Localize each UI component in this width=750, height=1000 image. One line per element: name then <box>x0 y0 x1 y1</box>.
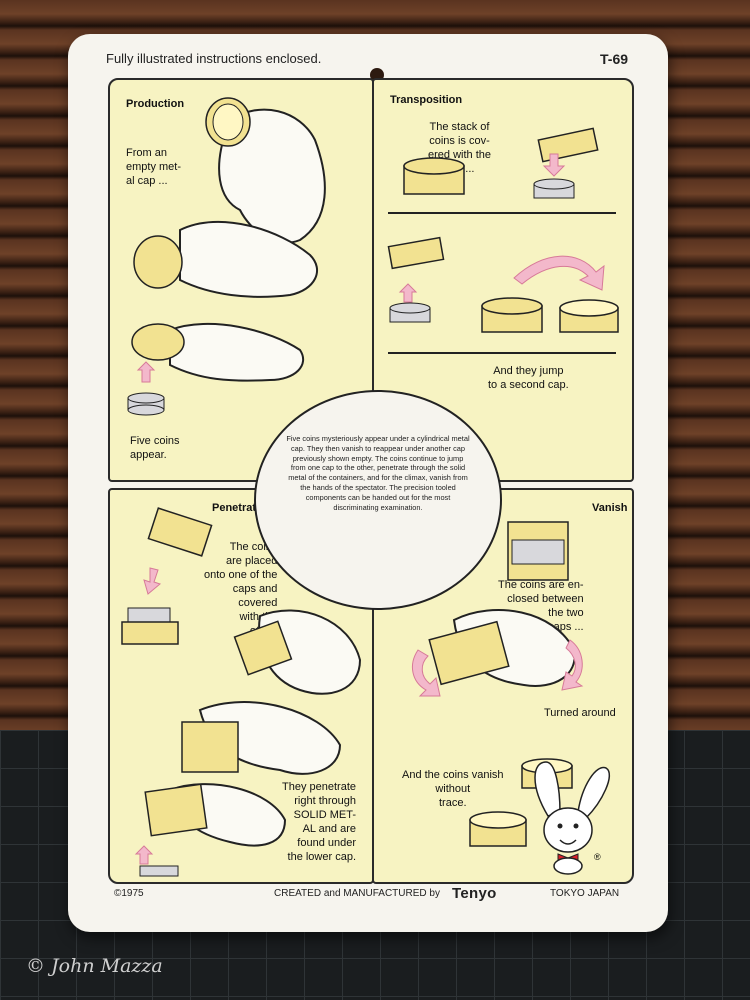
model-number: T-69 <box>600 51 629 67</box>
coin-stack-bottom-illustration <box>139 865 179 877</box>
panel-penetration: Penetration The coins are placed onto on… <box>108 488 374 884</box>
transposition-divider-top <box>388 212 616 214</box>
floating-cap-illustration <box>537 127 599 163</box>
footer-created-by: CREATED and MANUFACTURED by <box>274 888 440 899</box>
curved-jump-arrow-icon <box>513 255 605 291</box>
production-illustrations <box>127 97 326 416</box>
footer-copyright-year: ©1975 <box>114 888 144 899</box>
hand-covering-cap-illustration <box>133 220 319 298</box>
vanish-caption-turned: Turned around <box>544 707 616 719</box>
panel-title-production: Production <box>126 98 185 110</box>
transposition-illustrations <box>387 127 619 333</box>
rotate-right-arrow-icon <box>561 639 584 691</box>
cap-on-table-illustration <box>403 157 465 195</box>
transposition-divider-bottom <box>388 352 616 354</box>
curved-down-arrow-icon <box>143 567 162 595</box>
cap-with-coins-illustration <box>121 607 179 645</box>
production-caption-coins-appear: Five coins appear. <box>130 435 180 461</box>
photo-credit-watermark: © John Mazza <box>26 955 163 977</box>
vanish-caption-no-trace: And the coins vanish without trace. <box>402 769 504 809</box>
header-instructions-note: Fully illustrated instructions enclosed. <box>106 51 322 66</box>
brand-logo-tenyo: Tenyo <box>452 885 497 902</box>
hand-holding-cap-illustration <box>205 97 326 244</box>
down-arrow-icon <box>542 153 566 177</box>
footer-location: TOKYO JAPAN <box>550 888 620 899</box>
instruction-card: Fully illustrated instructions enclosed.… <box>68 34 668 932</box>
rabbit-mascot-illustration <box>534 761 611 875</box>
panel-title-vanish: Vanish <box>592 502 628 514</box>
vanish-caption-enclosed: The coins are en- closed between the two… <box>498 579 584 633</box>
penetration-caption-solid-metal: They penetrate right through SOLID MET- … <box>282 781 356 863</box>
description-circle: Five coins mysteriously appear under a c… <box>254 390 502 610</box>
rotate-left-arrow-icon <box>411 649 441 697</box>
tilted-cap-illustration <box>147 507 213 557</box>
production-caption-empty-cap: From an empty met- al cap ... <box>126 147 182 187</box>
up-arrow-left-icon <box>398 283 418 303</box>
lifted-cap-illustration <box>387 236 445 270</box>
hand-turning-caps-illustration <box>428 609 576 687</box>
second-cap-open-illustration <box>559 299 619 333</box>
registered-mark: ® <box>594 852 601 862</box>
panel-title-transposition: Transposition <box>390 94 463 106</box>
coin-stack-right-illustration <box>533 178 575 199</box>
second-cap-closed-illustration <box>481 297 543 333</box>
description-text: Five coins mysteriously appear under a c… <box>286 434 470 512</box>
hand-holding-stacked-caps-illustration <box>181 701 342 775</box>
cap-on-ground-illustration <box>469 811 527 847</box>
hand-stacking-caps-illustration <box>233 609 362 695</box>
cap-revealing-coins-illustration <box>131 322 305 382</box>
up-arrow-icon <box>136 361 156 383</box>
up-arrow-penetration-icon <box>134 845 154 865</box>
coin-stack-illustration <box>127 392 165 416</box>
enclosed-caps-illustration <box>507 521 569 581</box>
penetration-illustrations <box>121 507 362 877</box>
coin-stack-left-illustration <box>389 302 431 323</box>
hand-lifting-cap-illustration <box>144 783 287 847</box>
transposition-caption-jump: And they jump to a second cap. <box>488 365 569 391</box>
